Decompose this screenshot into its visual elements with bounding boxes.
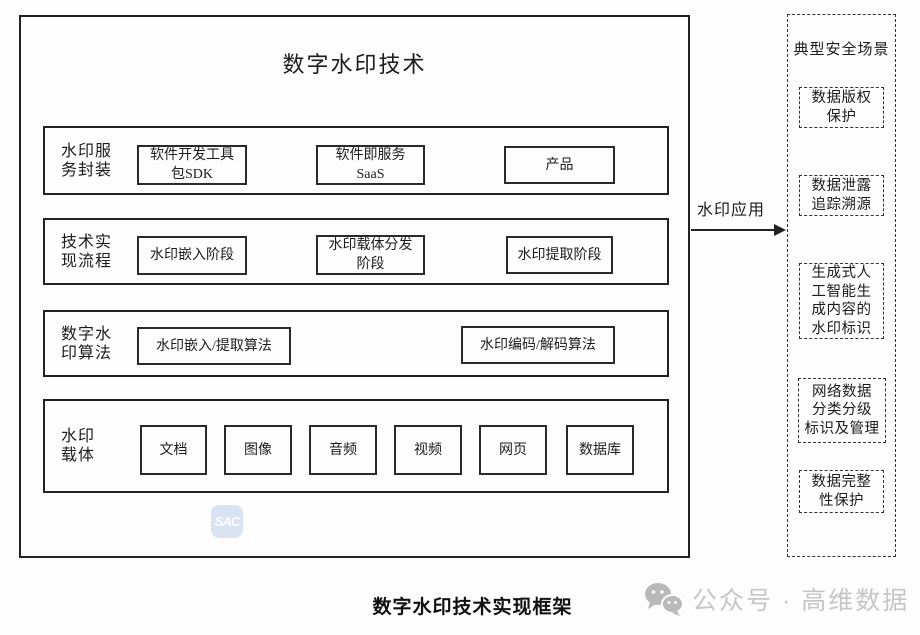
box-carrier-video: 视频 — [394, 425, 462, 475]
box-carrier-document: 文档 — [140, 425, 207, 475]
row-service-packaging-label: 水印服 务封装 — [61, 142, 113, 179]
scenario-copyright-protection: 数据版权 保护 — [799, 87, 884, 128]
box-embed-extract-algorithm: 水印嵌入/提取算法 — [137, 327, 291, 365]
main-title: 数字水印技术 — [282, 52, 427, 77]
box-extraction-stage: 水印提取阶段 — [506, 236, 613, 274]
scenario-leak-tracing: 数据泄露 追踪溯源 — [799, 175, 884, 216]
wechat-branding: 公众号 · 高维数据 — [644, 581, 909, 617]
row-implementation-process-label: 技术实 现流程 — [61, 233, 113, 270]
wechat-icon — [645, 583, 684, 616]
scenario-aigc-watermark-labeling: 生成式人 工智能生 成内容的 水印标识 — [799, 263, 884, 339]
row-service-packaging: 水印服 务封装 软件开发工具 包SDK 软件即服务 SaaS 产品 — [43, 126, 669, 195]
row-algorithms-label: 数字水 印算法 — [61, 325, 113, 362]
box-carrier-database: 数据库 — [566, 425, 634, 475]
figure-caption: 数字水印技术实现框架 — [372, 597, 573, 618]
security-scenarios-title: 典型安全场景 — [793, 42, 890, 58]
scenario-data-integrity: 数据完整 性保护 — [799, 470, 884, 513]
row-carriers-label: 水印 载体 — [61, 428, 96, 464]
box-saas: 软件即服务 SaaS — [316, 145, 425, 185]
box-carrier-image: 图像 — [224, 425, 292, 475]
box-embedding-stage: 水印嵌入阶段 — [137, 236, 247, 275]
security-scenarios-panel: 典型安全场景 数据版权 保护 数据泄露 追踪溯源 生成式人 工智能生 成内容的 … — [787, 14, 896, 557]
watermark-application-label: 水印应用 — [697, 202, 766, 219]
box-distribution-stage: 水印载体分发 阶段 — [316, 235, 425, 275]
row-implementation-process: 技术实 现流程 水印嵌入阶段 水印载体分发 阶段 水印提取阶段 — [43, 218, 669, 285]
sac-logo-watermark: SAC — [211, 505, 243, 538]
arrow-head-icon — [774, 224, 786, 236]
row-carriers: 水印 载体 文档 图像 音频 视频 网页 数据库 — [43, 399, 669, 493]
box-carrier-webpage: 网页 — [479, 425, 547, 475]
row-algorithms: 数字水 印算法 水印嵌入/提取算法 水印编码/解码算法 — [43, 310, 669, 377]
box-carrier-audio: 音频 — [309, 425, 377, 475]
digital-watermark-framework-box: 数字水印技术 水印服 务封装 软件开发工具 包SDK 软件即服务 SaaS 产品… — [19, 15, 690, 558]
box-sdk: 软件开发工具 包SDK — [137, 145, 247, 185]
box-encode-decode-algorithm: 水印编码/解码算法 — [461, 326, 615, 364]
watermark-application-arrow-line — [691, 229, 777, 231]
wechat-account-name: 公众号 · 高维数据 — [692, 587, 910, 615]
scenario-data-classification: 网络数据 分类分级 标识及管理 — [798, 378, 886, 443]
box-product: 产品 — [504, 146, 615, 184]
